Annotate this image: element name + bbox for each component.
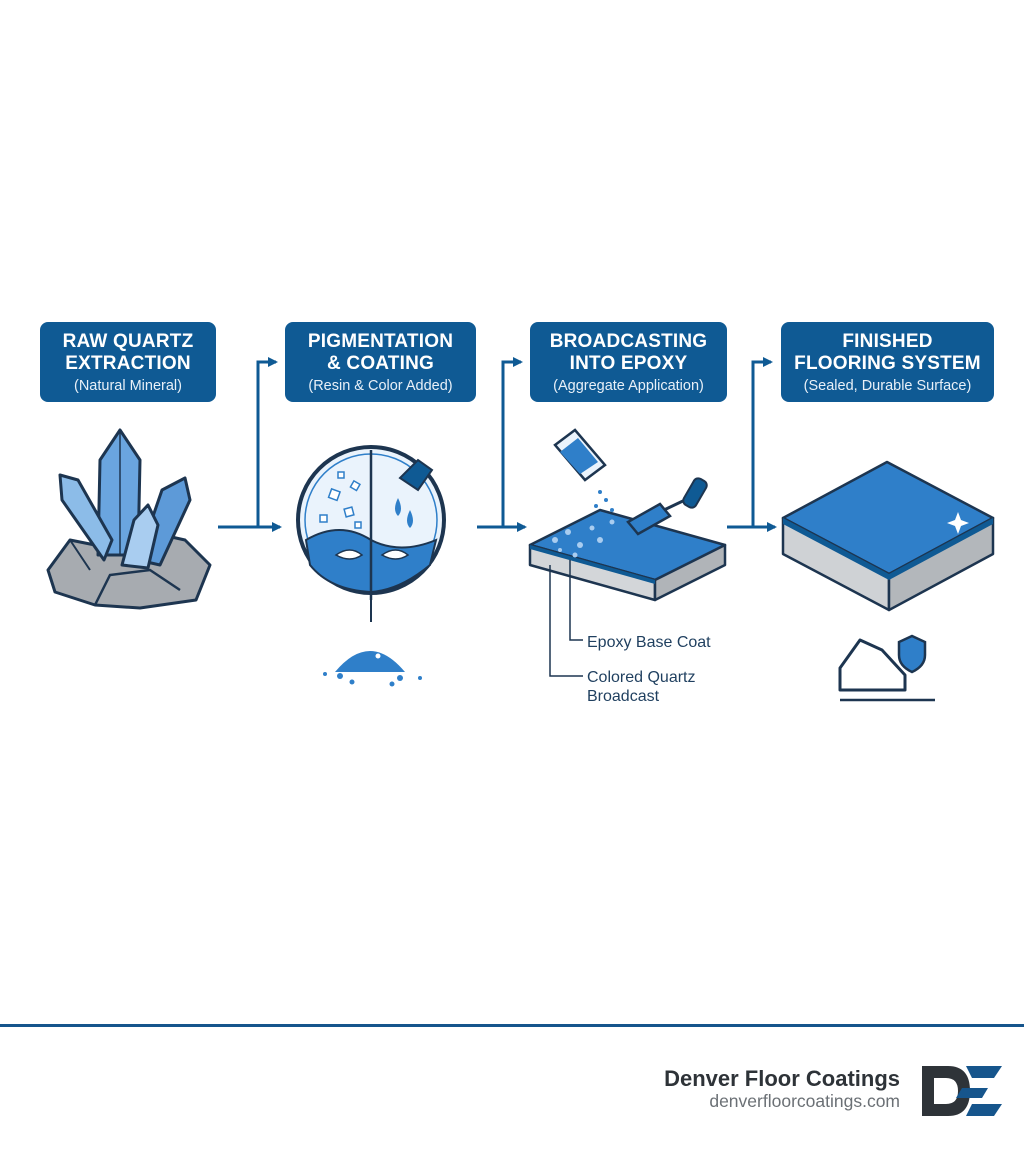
step-title-line1: RAW QUARTZ [62, 331, 194, 352]
step-finished-flooring-system: FINISHED FLOORING SYSTEM (Sealed, Durabl… [781, 322, 994, 402]
finished-floor-icon [781, 460, 995, 702]
step-title-line2: EXTRACTION [65, 353, 191, 374]
step-raw-quartz-extraction: RAW QUARTZ EXTRACTION (Natural Mineral) [40, 322, 216, 402]
step-title-line2: & COATING [327, 353, 434, 374]
callout-colored-quartz-broadcast: Colored Quartz Broadcast [587, 669, 696, 705]
arrow-1-to-2 [218, 357, 278, 529]
mixing-vessel-icon [296, 445, 446, 687]
callout-epoxy-base-coat: Epoxy Base Coat [587, 634, 711, 651]
company-logo [922, 1066, 1002, 1116]
step-title-line1: PIGMENTATION [307, 331, 454, 352]
step-title-line1: FINISHED [842, 331, 933, 352]
step-title-line2: FLOORING SYSTEM [794, 353, 981, 374]
step-broadcasting-into-epoxy: BROADCASTING INTO EPOXY (Aggregate Appli… [530, 322, 727, 402]
step-pigmentation-coating: PIGMENTATION & COATING (Resin & Color Ad… [285, 322, 476, 402]
footer-divider [0, 1024, 1024, 1027]
broadcast-roller-icon [528, 428, 727, 677]
arrow-2-to-3 [477, 357, 523, 529]
step-subtitle: (Resin & Color Added) [308, 378, 453, 394]
arrow-3-to-4 [727, 357, 773, 529]
step-subtitle: (Sealed, Durable Surface) [803, 378, 972, 394]
step-subtitle: (Natural Mineral) [74, 378, 182, 394]
step-subtitle: (Aggregate Application) [553, 378, 704, 394]
step-title-line1: BROADCASTING [549, 331, 708, 352]
company-name: Denver Floor Coatings [664, 1066, 900, 1091]
company-url[interactable]: denverfloorcoatings.com [709, 1091, 900, 1111]
step-title-line2: INTO EPOXY [569, 353, 688, 374]
quartz-crystal-icon [46, 428, 212, 610]
